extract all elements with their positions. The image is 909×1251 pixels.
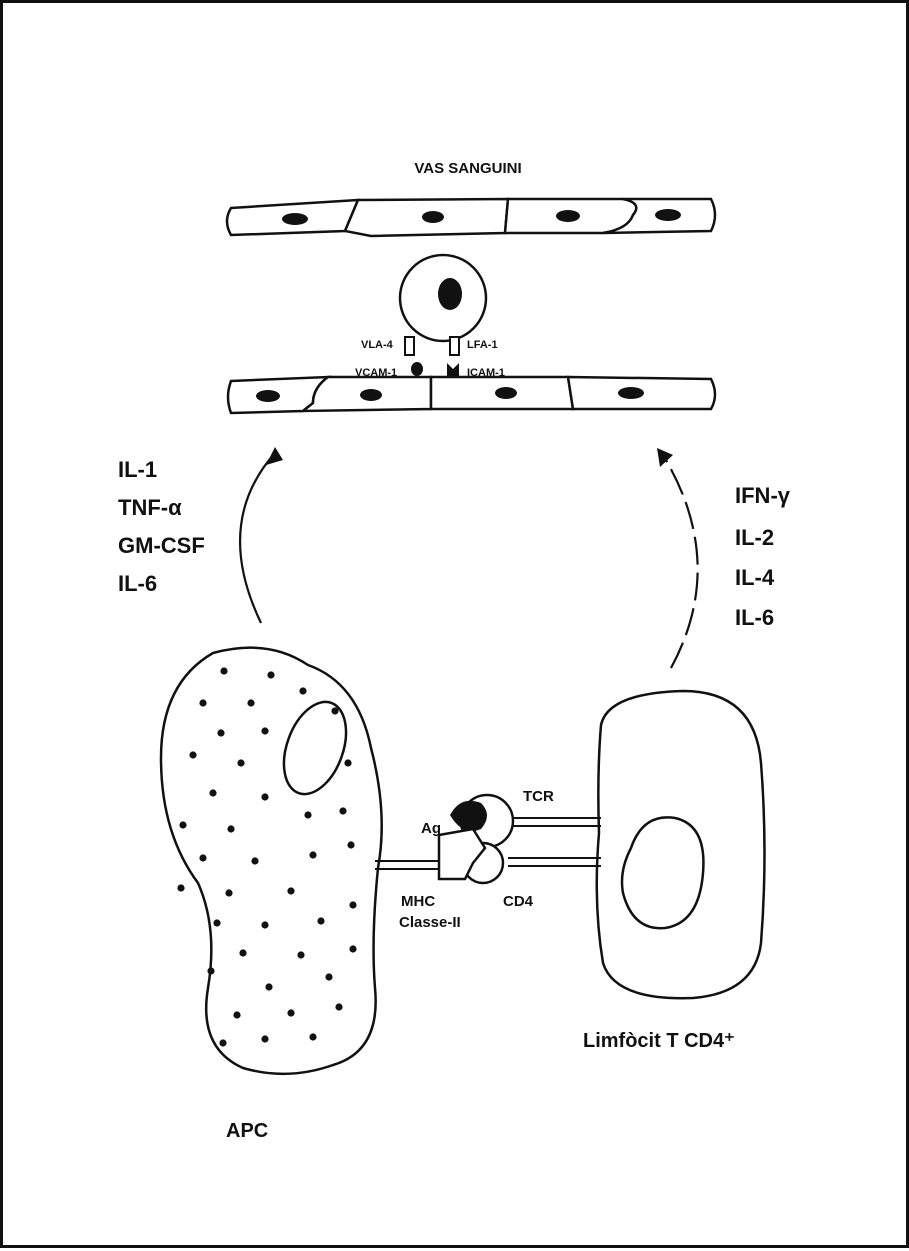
tcell-to-vessel-arrow — [657, 448, 698, 668]
apc-granule-dot — [251, 857, 258, 864]
apc-granule-dot — [239, 949, 246, 956]
adhesion-molecules — [405, 337, 459, 376]
apc-granule-dot — [304, 811, 311, 818]
apc-cytokine-label: TNF-α — [118, 495, 182, 520]
vla4-label: VLA-4 — [361, 339, 394, 351]
apc-granule-dot — [317, 917, 324, 924]
apc-granule-dot — [349, 945, 356, 952]
apc-granule-dot — [349, 901, 356, 908]
mhc-class-label: Classe-II — [399, 914, 461, 931]
apc-granule-dot — [344, 759, 351, 766]
apc-granule-dot — [299, 687, 306, 694]
cell-nucleus — [495, 387, 517, 399]
tcell-cytokine-label: IL-2 — [735, 525, 774, 550]
tcr-label: TCR — [523, 788, 554, 805]
apc-granule-dot — [261, 921, 268, 928]
apc-granule-dot — [287, 1009, 294, 1016]
apc-label: APC — [226, 1120, 268, 1142]
icam1-ligand — [447, 363, 459, 376]
ag-label: Ag — [421, 820, 441, 837]
apc-granule-dot — [220, 667, 227, 674]
lfa1-label: LFA-1 — [467, 339, 498, 351]
cell-nucleus — [256, 390, 280, 402]
cell-nucleus — [360, 389, 382, 401]
apc-granule-dot — [261, 727, 268, 734]
cell-nucleus — [655, 209, 681, 221]
cell-nucleus — [618, 387, 644, 399]
apc-granule-dot — [347, 841, 354, 848]
apc-granule-dot — [233, 1011, 240, 1018]
apc-granule-dot — [261, 793, 268, 800]
apc-granule-dot — [247, 699, 254, 706]
apc-granule-dot — [261, 1035, 268, 1042]
apc-granule-dot — [219, 1039, 226, 1046]
apc-granule-dot — [339, 807, 346, 814]
apc-granule-dot — [265, 983, 272, 990]
apc-granule-dot — [331, 707, 338, 714]
apc-granule-dot — [325, 973, 332, 980]
apc-granule-dot — [207, 967, 214, 974]
apc-granule-dot — [227, 825, 234, 832]
apc-granule-dot — [309, 851, 316, 858]
apc-cytokine-label: IL-6 — [118, 571, 157, 596]
tcell-cytokine-label: IFN-γ — [735, 483, 791, 508]
immune-diagram: VAS SANGUINI VLA-4 LFA-1 VCAM-1 ICAM-1 — [3, 3, 909, 1251]
tcell-label: Limfòcit T CD4⁺ — [583, 1030, 735, 1052]
apc-granule-dot — [287, 887, 294, 894]
vla4-receptor — [405, 337, 414, 355]
apc-granule-dot — [189, 751, 196, 758]
apc-cytokine-label: GM-CSF — [118, 533, 205, 558]
apc-cytokine-label: IL-1 — [118, 457, 157, 482]
vessel-title: VAS SANGUINI — [414, 160, 521, 177]
mhc-tcr-complex — [439, 795, 513, 883]
tcell-cytokine-label: IL-4 — [735, 565, 775, 590]
apc-granule-dot — [199, 699, 206, 706]
apc-to-vessel-arrow — [240, 447, 283, 623]
apc-granule-dot — [309, 1033, 316, 1040]
tcell-cytokine-label: IL-6 — [735, 605, 774, 630]
lfa1-receptor — [450, 337, 459, 355]
cell-nucleus — [282, 213, 308, 225]
apc-granule-dot — [213, 919, 220, 926]
mhc-label: MHC — [401, 893, 435, 910]
apc-cell — [161, 648, 382, 1074]
apc-granule-dot — [177, 884, 184, 891]
apc-granule-dot — [237, 759, 244, 766]
vcam1-ligand — [411, 362, 423, 376]
apc-granule-dot — [179, 821, 186, 828]
endothelium-top — [227, 199, 715, 236]
apc-granule-dot — [209, 789, 216, 796]
apc-granule-dot — [267, 671, 274, 678]
antigen — [450, 801, 487, 831]
apc-granule-dot — [297, 951, 304, 958]
cell-nucleus — [556, 210, 580, 222]
apc-granule-dot — [217, 729, 224, 736]
endothelium-bottom — [228, 377, 715, 413]
cd4-label: CD4 — [503, 893, 534, 910]
apc-granule-dot — [335, 1003, 342, 1010]
cell-nucleus — [422, 211, 444, 223]
leukocyte-nucleus — [438, 278, 462, 310]
apc-granule-dot — [199, 854, 206, 861]
apc-granule-dot — [225, 889, 232, 896]
